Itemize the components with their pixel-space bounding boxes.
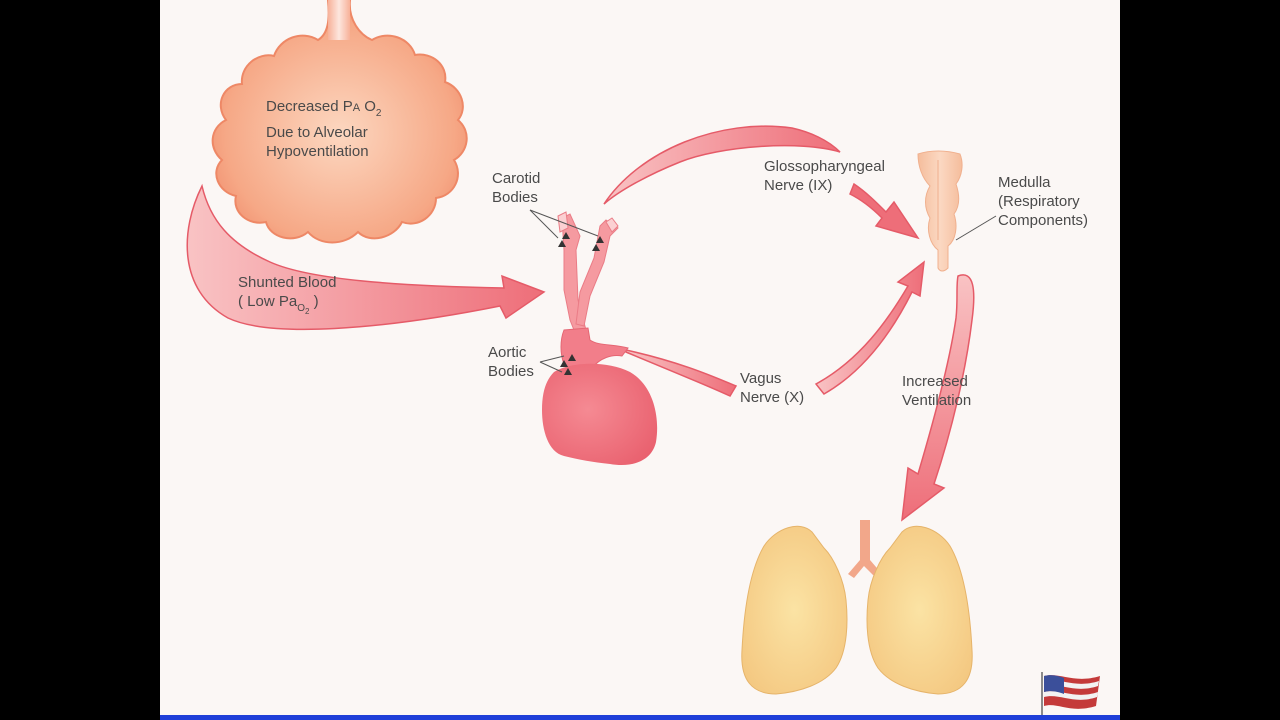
increased-ventilation-label-line1: Increased (902, 373, 968, 390)
aortic-bodies-label-line2: Bodies (488, 363, 534, 380)
vagus-nerve-label-line1: Vagus (740, 370, 782, 387)
shunted-blood-label-line1: Shunted Blood (238, 274, 337, 291)
medulla-label-line1: Medulla (998, 174, 1051, 191)
aortic-bodies-label-line1: Aortic (488, 344, 527, 361)
medulla-shape (917, 150, 963, 272)
vagus-nerve-label-line2: Nerve (X) (740, 389, 805, 406)
shunted-blood-label-o: O (297, 303, 305, 314)
shunted-blood-label: Shunted Blood ( Low PaO2 ) (238, 273, 336, 321)
chemoreceptor-triangle-icon (558, 232, 604, 375)
alveolus-label-line1-prefix: Decreased P (266, 98, 353, 115)
slide: Decreased PA O2 Due to Alveolar Hypovent… (160, 0, 1120, 720)
pointer-lines (529, 209, 997, 373)
carotid-arteries (557, 211, 619, 341)
alveolus-label-line2: Due to Alveolar (266, 124, 368, 141)
alveolus-shape (211, 0, 468, 244)
shunted-blood-label-line2-suffix: ) (309, 293, 319, 310)
increased-ventilation-label: Increased Ventilation (902, 372, 971, 410)
shunted-blood-label-subscript: 2 (304, 307, 310, 316)
diagram-canvas (186, 0, 1100, 720)
lungs-shape (741, 520, 973, 695)
increased-ventilation-arrow (901, 274, 975, 522)
carotid-to-glossopharyngeal-arrow (603, 125, 841, 205)
aortic-bodies-label: Aortic Bodies (488, 343, 534, 381)
carotid-bodies-label: Carotid Bodies (492, 169, 540, 207)
increased-ventilation-label-line2: Ventilation (902, 392, 972, 409)
glossopharyngeal-to-medulla-arrow (849, 182, 920, 240)
alveolus-label-line1-o: O (364, 98, 376, 115)
heart-shape (542, 363, 658, 466)
glossopharyngeal-nerve-label: Glossopharyngeal Nerve (IX) (764, 157, 885, 195)
glossopharyngeal-nerve-label-line1: Glossopharyngeal (764, 158, 885, 175)
shunted-blood-arrow (186, 183, 546, 331)
slide-bottom-bar (160, 715, 1120, 720)
alveolus-label: Decreased PA O2 Due to Alveolar Hypovent… (266, 97, 381, 161)
alveolus-label-line3: Hypoventilation (266, 143, 369, 160)
shunted-blood-label-line2-prefix: ( Low Pa (238, 293, 298, 310)
aortic-to-vagus-arrow (625, 349, 738, 397)
alveolus-label-line1-subscript: 2 (375, 108, 382, 119)
medulla-label-line3: Components) (998, 212, 1089, 229)
carotid-bodies-label-line2: Bodies (492, 189, 538, 206)
alveolus-label-line1-smallcap: A (352, 102, 361, 114)
vagus-nerve-label: Vagus Nerve (X) (740, 369, 804, 407)
vagus-to-medulla-arrow (814, 260, 925, 395)
flag-icon (1041, 672, 1100, 720)
aortic-arch (560, 327, 629, 377)
carotid-bodies-label-line1: Carotid (492, 170, 541, 187)
medulla-label: Medulla (Respiratory Components) (998, 173, 1088, 230)
glossopharyngeal-nerve-label-line2: Nerve (IX) (764, 177, 833, 194)
medulla-label-line2: (Respiratory (998, 193, 1080, 210)
